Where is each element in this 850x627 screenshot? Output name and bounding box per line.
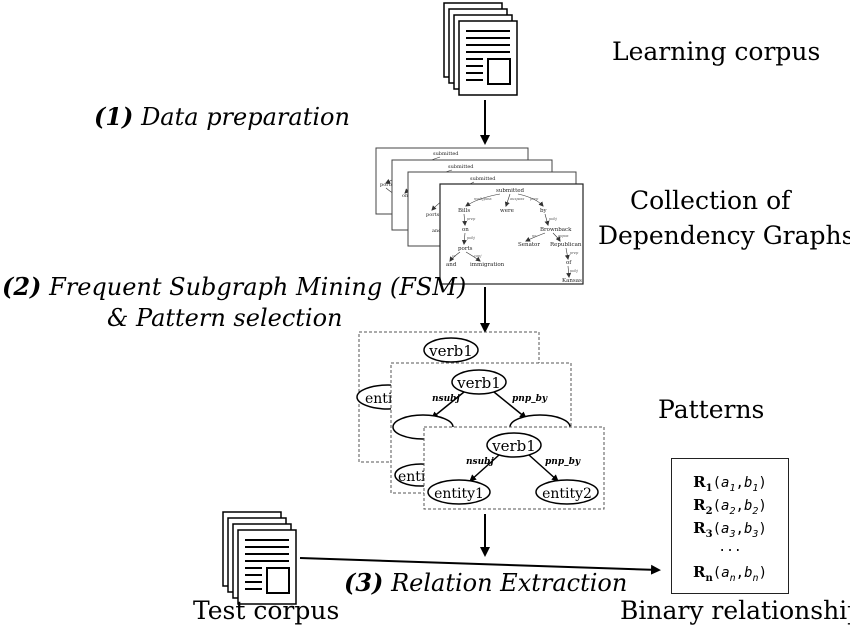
svg-text:prep: prep bbox=[570, 251, 579, 255]
svg-text:were: were bbox=[500, 208, 514, 214]
svg-text:prep: prep bbox=[530, 197, 539, 201]
svg-text:and: and bbox=[446, 262, 457, 268]
pattern-middle-verb-label: verb1 bbox=[456, 374, 501, 392]
pattern-stack: verb1 entit verb1 nsubj pnp_by entit ver… bbox=[356, 331, 605, 510]
svg-text:cc: cc bbox=[452, 254, 456, 258]
relation-row-2: R2(a2,b2) bbox=[693, 496, 767, 517]
step2-label: (2) Frequent Subgraph Mining (FSM) bbox=[2, 271, 466, 303]
step1-label: (1) Data preparation bbox=[94, 101, 350, 133]
svg-text:and: and bbox=[432, 228, 442, 234]
pattern-front-edge-right: pnp_by bbox=[545, 457, 581, 467]
pattern-front-edge-left: nsubj bbox=[466, 457, 494, 467]
svg-text:auxpass: auxpass bbox=[510, 197, 524, 201]
test-corpus-label: Test corpus bbox=[193, 596, 340, 625]
pattern-front-entity2-node bbox=[535, 479, 599, 505]
pattern-back-verb-node bbox=[423, 337, 479, 363]
svg-text:prep: prep bbox=[467, 217, 476, 221]
step2-text: Frequent Subgraph Mining (FSM) bbox=[49, 273, 467, 301]
svg-text:submitted: submitted bbox=[470, 176, 496, 182]
step2-number: (2) bbox=[2, 272, 42, 301]
svg-text:submitted: submitted bbox=[433, 151, 459, 157]
svg-text:on: on bbox=[462, 227, 469, 233]
patterns-label: Patterns bbox=[658, 395, 765, 424]
step3-text: Relation Extraction bbox=[391, 569, 628, 597]
arrow-test-to-relations bbox=[299, 557, 661, 575]
step2-text-line2: & Pattern selection bbox=[107, 304, 343, 332]
relation-row-3: R3(a3,b3) bbox=[693, 519, 767, 540]
svg-text:ports: ports bbox=[426, 212, 440, 218]
pattern-middle-edge-right: pnp_by bbox=[512, 394, 548, 404]
svg-text:submitted: submitted bbox=[448, 164, 474, 170]
pattern-front-entity1-node bbox=[427, 479, 491, 505]
collection-label-line2: Dependency Graphs bbox=[598, 221, 850, 250]
svg-text:ports: ports bbox=[380, 182, 394, 188]
collection-label-line1: Collection of bbox=[630, 186, 791, 215]
svg-text:of: of bbox=[566, 260, 572, 266]
learning-corpus-label: Learning corpus bbox=[612, 37, 821, 66]
svg-text:conj: conj bbox=[474, 254, 482, 258]
step1-text: Data preparation bbox=[141, 103, 350, 131]
svg-text:pobj: pobj bbox=[467, 236, 476, 240]
pattern-middle-edge-left: nsubj bbox=[432, 394, 460, 404]
svg-text:ports: ports bbox=[458, 246, 473, 252]
svg-text:appos: appos bbox=[558, 234, 569, 238]
svg-text:nn: nn bbox=[532, 234, 537, 238]
test-corpus-icon bbox=[222, 511, 297, 605]
step1-number: (1) bbox=[94, 102, 134, 131]
svg-text:Republican: Republican bbox=[550, 242, 582, 248]
pattern-back-verb-label: verb1 bbox=[428, 342, 473, 360]
learning-corpus-icon bbox=[443, 2, 518, 96]
relation-ellipsis: ... bbox=[718, 540, 742, 555]
step3-label: (3) Relation Extraction bbox=[344, 567, 627, 599]
svg-text:pobj: pobj bbox=[570, 269, 579, 273]
svg-text:submitted: submitted bbox=[496, 188, 525, 194]
pattern-front-entity2-label: entity2 bbox=[542, 486, 592, 502]
svg-text:Senator: Senator bbox=[518, 242, 540, 248]
pattern-front-verb-label: verb1 bbox=[491, 437, 536, 455]
svg-text:Bills: Bills bbox=[458, 208, 470, 214]
svg-text:pobj: pobj bbox=[549, 217, 558, 221]
svg-text:Brownback: Brownback bbox=[540, 227, 572, 233]
svg-text:on: on bbox=[402, 193, 409, 199]
svg-text:immigration: immigration bbox=[470, 262, 505, 268]
pattern-middle-verb-node bbox=[451, 369, 507, 395]
relation-row-n: Rn(an,bn) bbox=[693, 563, 767, 584]
svg-text:nsubjpass: nsubjpass bbox=[474, 197, 492, 201]
svg-text:by: by bbox=[540, 208, 548, 214]
dependency-graph-stack: submitted saw ports the submitted were o… bbox=[375, 147, 584, 285]
pattern-middle-bottom-label: entit bbox=[398, 469, 431, 485]
pattern-back-entity-label: entit bbox=[365, 391, 398, 407]
pattern-front-entity1-label: entity1 bbox=[434, 486, 484, 502]
step3-number: (3) bbox=[344, 568, 384, 597]
relations-box: R1(a1,b1) R2(a2,b2) R3(a3,b3) ... Rn(an,… bbox=[671, 458, 789, 594]
pattern-front-verb-node bbox=[486, 432, 542, 458]
relation-row-1: R1(a1,b1) bbox=[693, 473, 767, 494]
svg-text:Kansas: Kansas bbox=[562, 278, 582, 284]
binary-relationships-label: Binary relationships bbox=[620, 596, 850, 625]
